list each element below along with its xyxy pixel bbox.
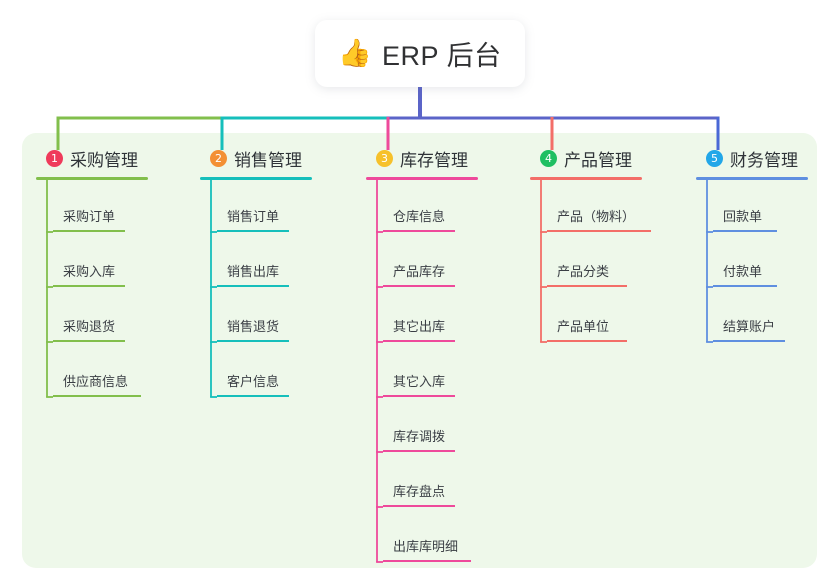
leaf-underline [547, 285, 627, 287]
leaf-underline [713, 340, 785, 342]
thumbs-up-icon: 👍 [338, 38, 373, 68]
leaf-underline [217, 230, 289, 232]
leaf-underline [547, 340, 627, 342]
leaf-label: 仓库信息 [393, 209, 446, 224]
leaf-label: 客户信息 [227, 374, 280, 389]
branch-2: 2 销售管理销售订单销售出库销售退货客户信息 [200, 145, 312, 397]
branch-header-4[interactable]: 4 产品管理 [530, 145, 642, 172]
leaf-underline [383, 505, 455, 507]
leaf-underline [383, 560, 471, 562]
leaf-underline [383, 340, 455, 342]
branch-underline-4 [530, 177, 642, 180]
leaf-label: 库存盘点 [393, 484, 446, 499]
branch-badge-4: 4 [540, 150, 557, 167]
leaf-label: 产品单位 [557, 319, 610, 334]
leaf-label: 付款单 [723, 264, 763, 279]
branch-title-1: 采购管理 [70, 151, 138, 170]
leaf-label: 销售订单 [227, 209, 280, 224]
branch-badge-1: 1 [46, 150, 63, 167]
branch-underline-1 [36, 177, 148, 180]
leaf-label: 产品分类 [557, 264, 610, 279]
branch-title-3: 库存管理 [400, 151, 468, 170]
branch-4: 4 产品管理产品（物料） 产品分类产品单位 [530, 145, 651, 342]
branch-1: 1 采购管理采购订单采购入库采购退货供应商信息 [36, 145, 148, 397]
branch-badge-2: 2 [210, 150, 227, 167]
branch-header-5[interactable]: 5 财务管理 [696, 145, 808, 172]
branch-title-4: 产品管理 [564, 151, 632, 170]
leaf-underline [383, 230, 455, 232]
root-node-title: ERP 后台 [382, 41, 502, 71]
branch-header-3[interactable]: 3 库存管理 [366, 145, 478, 172]
branch-header-1[interactable]: 1 采购管理 [36, 145, 148, 172]
leaf-label: 产品（物料） [557, 209, 636, 224]
leaf-underline [217, 395, 289, 397]
leaf-underline [383, 450, 455, 452]
leaf-label: 销售出库 [227, 264, 280, 279]
leaf-label: 采购退货 [63, 319, 116, 334]
leaf-underline [217, 340, 289, 342]
leaf-underline [383, 285, 455, 287]
leaf-label: 销售退货 [227, 319, 280, 334]
branch-title-2: 销售管理 [234, 151, 302, 170]
branch-underline-2 [200, 177, 312, 180]
branch-badge-5: 5 [706, 150, 723, 167]
leaf-label: 产品库存 [393, 264, 446, 279]
leaf-underline [53, 340, 125, 342]
root-node-erp-backend[interactable]: 👍 ERP 后台 [315, 20, 525, 87]
leaf-underline [53, 285, 125, 287]
leaf-underline [217, 285, 289, 287]
leaf-underline [53, 395, 141, 397]
leaf-label: 回款单 [723, 209, 763, 224]
leaf-label: 供应商信息 [63, 374, 129, 389]
leaf-label: 出库库明细 [393, 539, 459, 554]
branch-underline-5 [696, 177, 808, 180]
diagram-background-panel [22, 133, 817, 568]
leaf-label: 采购入库 [63, 264, 116, 279]
branch-5: 5 财务管理回款单付款单结算账户 [696, 145, 808, 342]
leaf-underline [53, 230, 125, 232]
branch-3: 3 库存管理仓库信息产品库存其它出库其它入库库存调拨库存盘点出库库明细 [366, 145, 478, 562]
leaf-underline [547, 230, 651, 232]
leaf-label: 结算账户 [723, 319, 776, 334]
leaf-label: 库存调拨 [393, 429, 446, 444]
branch-underline-3 [366, 177, 478, 180]
branch-badge-3: 3 [376, 150, 393, 167]
branch-header-2[interactable]: 2 销售管理 [200, 145, 312, 172]
leaf-label: 其它入库 [393, 374, 446, 389]
leaf-underline [383, 395, 455, 397]
branch-title-5: 财务管理 [730, 151, 798, 170]
leaf-label: 采购订单 [63, 209, 116, 224]
leaf-underline [713, 285, 777, 287]
leaf-label: 其它出库 [393, 319, 446, 334]
leaf-underline [713, 230, 777, 232]
